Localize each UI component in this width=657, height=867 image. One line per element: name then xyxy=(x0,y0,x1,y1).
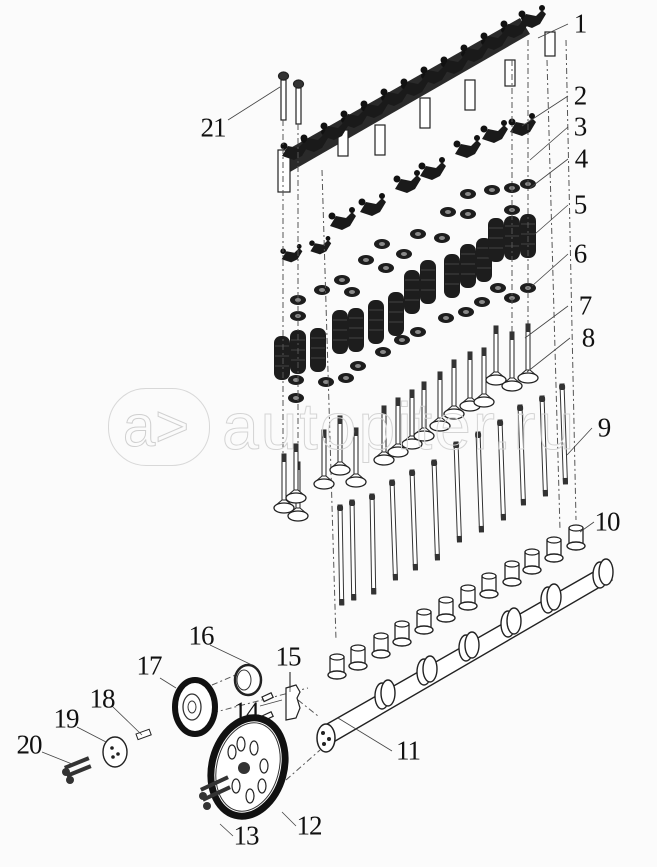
part-callout-19: 19 xyxy=(53,703,80,734)
watermark-logo: a> xyxy=(108,388,210,466)
leader-line xyxy=(566,427,593,456)
leader-line xyxy=(529,126,569,161)
part-callout-4: 4 xyxy=(574,143,588,174)
leader-line xyxy=(531,253,569,287)
rocker-shaft-assembly xyxy=(277,5,556,193)
leader-line xyxy=(111,705,143,736)
part-callout-11: 11 xyxy=(396,735,421,766)
retaining-plate xyxy=(102,736,128,768)
part-callout-18: 18 xyxy=(89,683,116,714)
leader-line xyxy=(524,305,569,339)
part-callout-13: 13 xyxy=(233,820,260,851)
leader-line xyxy=(537,23,569,39)
leader-line xyxy=(526,337,571,373)
leader-line xyxy=(159,677,177,689)
part-callout-7: 7 xyxy=(578,290,592,321)
part-callout-1: 1 xyxy=(573,8,587,39)
plate-bolts xyxy=(62,756,92,784)
part-callout-17: 17 xyxy=(136,650,163,681)
part-callout-8: 8 xyxy=(581,322,595,353)
part-callout-15: 15 xyxy=(275,641,302,672)
camshaft-gear xyxy=(207,714,289,820)
rocker-bolts xyxy=(277,71,305,125)
part-callout-21: 21 xyxy=(200,112,227,143)
part-callout-14: 14 xyxy=(233,696,260,727)
leader-line xyxy=(521,95,569,127)
idler-gear-hub xyxy=(233,663,263,697)
part-callout-2: 2 xyxy=(573,80,587,111)
part-callout-12: 12 xyxy=(296,810,323,841)
thrust-plate xyxy=(285,672,301,721)
leader-line xyxy=(76,726,107,743)
leader-line xyxy=(209,644,253,666)
part-callout-20: 20 xyxy=(16,729,43,760)
part-callout-5: 5 xyxy=(573,189,587,220)
leader-line xyxy=(281,811,297,827)
gear-bolts xyxy=(199,775,231,810)
dowel-pin xyxy=(135,728,152,741)
leader-line xyxy=(529,158,569,189)
leader-line xyxy=(579,521,595,533)
leader-line xyxy=(41,751,73,765)
part-callout-3: 3 xyxy=(573,111,587,142)
leader-line xyxy=(534,204,569,235)
watermark-logo-text: a> xyxy=(122,394,190,460)
leader-line xyxy=(227,86,281,121)
leader-line xyxy=(337,717,393,752)
part-callout-6: 6 xyxy=(573,238,587,269)
leader-line xyxy=(259,699,283,707)
part-callout-16: 16 xyxy=(188,620,215,651)
part-callout-9: 9 xyxy=(597,412,611,443)
watermark-text: autopiter.ru xyxy=(221,389,577,464)
camshaft xyxy=(316,558,614,753)
part-callout-10: 10 xyxy=(594,506,621,537)
idler-gear xyxy=(172,677,218,737)
callout-leader-lines xyxy=(41,23,595,837)
leader-line xyxy=(219,823,234,837)
alignment-lines xyxy=(184,39,577,781)
